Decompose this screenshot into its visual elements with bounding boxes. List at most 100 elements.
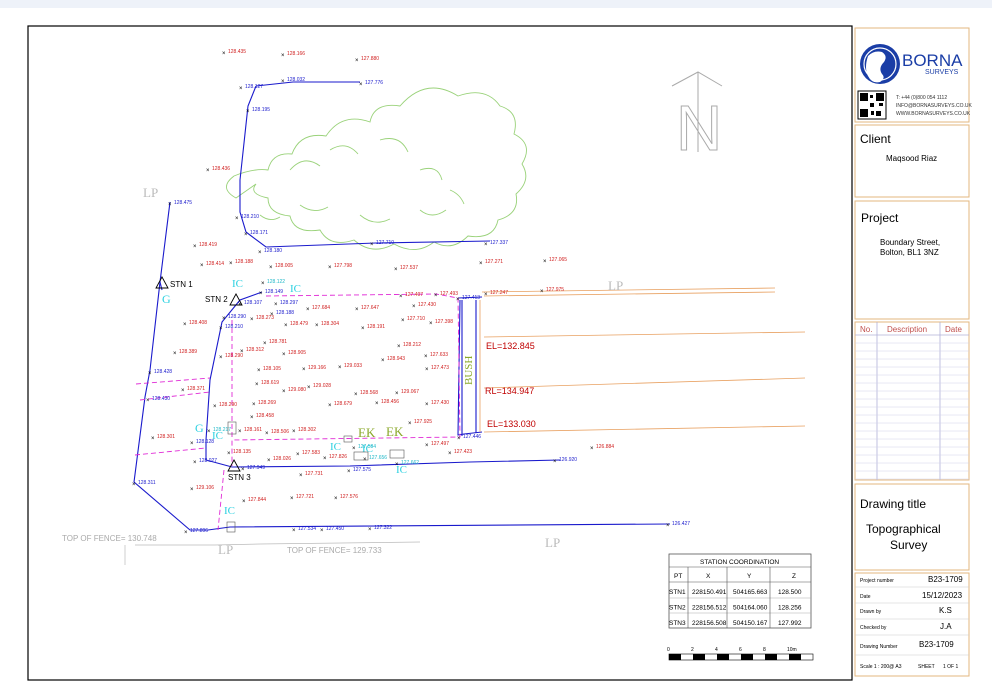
survey-drawing: BORNA SURVEYS T: +44 (0)800 054 1112 INF… bbox=[27, 25, 972, 681]
spot-level-value: 128.311 bbox=[138, 480, 156, 486]
spot-level-value: 127.430 bbox=[418, 302, 436, 308]
drawing-title-label: Drawing title bbox=[860, 497, 926, 511]
drawing-title-line-2: Survey bbox=[890, 538, 927, 552]
station-table-header: X bbox=[706, 573, 711, 580]
spot-level-value: 128.312 bbox=[246, 347, 264, 353]
spot-level-value: 128.217 bbox=[213, 427, 231, 433]
drawn-by: K.S bbox=[939, 606, 952, 615]
spot-level-marker: × bbox=[173, 351, 177, 357]
spot-level-marker: × bbox=[265, 431, 269, 437]
spot-level-marker: × bbox=[222, 51, 226, 57]
spot-level-value: 128.781 bbox=[269, 339, 287, 345]
bush-label: BUSH bbox=[463, 356, 475, 385]
scale-tick-label: 10m bbox=[787, 647, 797, 653]
rev-desc-header: Description bbox=[887, 325, 927, 334]
spot-level-marker: × bbox=[363, 457, 367, 463]
spot-level-value: 128.506 bbox=[271, 429, 289, 435]
spot-level-value: 127.534 bbox=[298, 526, 316, 532]
fence-label-left: TOP OF FENCE= 130.748 bbox=[62, 534, 157, 543]
spot-level-marker: × bbox=[296, 452, 300, 458]
spot-level-marker: × bbox=[375, 401, 379, 407]
spot-level-marker: × bbox=[292, 528, 296, 534]
ic-label-2: IC bbox=[290, 283, 301, 295]
station-table-cell: 127.992 bbox=[778, 620, 802, 627]
spot-level-value: 127.322 bbox=[374, 525, 392, 531]
spot-level-marker: × bbox=[484, 242, 488, 248]
spot-level-marker: × bbox=[328, 265, 332, 271]
spot-level-value: 128.026 bbox=[273, 456, 291, 462]
spot-level-marker: × bbox=[269, 265, 273, 271]
station-table-cell: STN2 bbox=[669, 605, 686, 612]
spot-level-value: 128.122 bbox=[267, 279, 285, 285]
spot-level-marker: × bbox=[302, 367, 306, 373]
blue-spot-levels: ×128.127×128.032×127.776×128.195×128.475… bbox=[132, 77, 690, 536]
spot-level-value: 128.408 bbox=[189, 320, 207, 326]
spot-level-marker: × bbox=[207, 429, 211, 435]
spot-level-marker: × bbox=[241, 467, 245, 473]
spot-level-marker: × bbox=[290, 496, 294, 502]
spot-level-value: 127.798 bbox=[334, 263, 352, 269]
scale-tick-label: 0 bbox=[667, 647, 670, 653]
company-sub: SURVEYS bbox=[925, 69, 959, 76]
spot-level-value: 128.191 bbox=[367, 324, 385, 330]
spot-level-marker: × bbox=[292, 429, 296, 435]
spot-level-marker: × bbox=[429, 321, 433, 327]
spot-level-marker: × bbox=[168, 202, 172, 208]
spot-level-marker: × bbox=[448, 451, 452, 457]
spot-level-marker: × bbox=[242, 499, 246, 505]
lp-label-2: LP bbox=[608, 278, 623, 293]
spot-level-marker: × bbox=[425, 443, 429, 449]
spot-level-value: 128.297 bbox=[280, 300, 298, 306]
spot-level-value: 128.479 bbox=[290, 321, 308, 327]
spot-level-marker: × bbox=[359, 82, 363, 88]
spot-level-value: 128.428 bbox=[154, 369, 172, 375]
spot-level-marker: × bbox=[284, 323, 288, 329]
drawing-number: B23-1709 bbox=[919, 640, 954, 649]
info-rows bbox=[855, 586, 969, 656]
spot-level-marker: × bbox=[206, 168, 210, 174]
project-label: Project bbox=[861, 211, 899, 225]
station-table-cell: 128.256 bbox=[778, 605, 802, 612]
spot-level-marker: × bbox=[229, 261, 233, 267]
spot-level-marker: × bbox=[261, 281, 265, 287]
lp-label-4: LP bbox=[545, 535, 560, 550]
lp-label-1: LP bbox=[143, 185, 158, 200]
spot-level-marker: × bbox=[219, 355, 223, 361]
fence-label-mid: TOP OF FENCE= 129.733 bbox=[287, 546, 382, 555]
spot-level-marker: × bbox=[193, 460, 197, 466]
spot-level-marker: × bbox=[412, 304, 416, 310]
plan-frame bbox=[27, 25, 853, 681]
fence-lines bbox=[479, 287, 806, 433]
spot-level-marker: × bbox=[184, 530, 188, 536]
spot-level-marker: × bbox=[666, 523, 670, 529]
spot-level-value: 128.458 bbox=[256, 413, 274, 419]
spot-level-marker: × bbox=[240, 349, 244, 355]
lp-label-3: LP bbox=[218, 542, 233, 557]
spot-level-marker: × bbox=[590, 446, 594, 452]
spot-level-value: 127.583 bbox=[302, 450, 320, 456]
station-table-cell: 504150.167 bbox=[733, 620, 768, 627]
spot-level-marker: × bbox=[306, 307, 310, 313]
client-value: Maqsood Riaz bbox=[886, 154, 937, 163]
spot-level-value: 128.943 bbox=[387, 356, 405, 362]
rev-no-header: No. bbox=[860, 325, 872, 334]
spot-level-value: 127.497 bbox=[431, 441, 449, 447]
spot-level-value: 127.925 bbox=[414, 419, 432, 425]
spot-level-value: 128.568 bbox=[360, 390, 378, 396]
spot-level-marker: × bbox=[424, 354, 428, 360]
ic-label-7: IC bbox=[224, 505, 235, 517]
spot-level-marker: × bbox=[270, 312, 274, 318]
ek-label-1: EK bbox=[358, 425, 376, 440]
spot-level-value: 128.290 bbox=[219, 402, 237, 408]
spot-level-value: 128.171 bbox=[250, 230, 268, 236]
spot-level-value: 128.128 bbox=[196, 439, 214, 445]
spot-level-marker: × bbox=[190, 487, 194, 493]
spot-level-marker: × bbox=[354, 392, 358, 398]
spot-level-marker: × bbox=[238, 302, 242, 308]
utility-boxes bbox=[226, 421, 405, 533]
spot-level-marker: × bbox=[267, 458, 271, 464]
spot-level-value: 128.149 bbox=[265, 289, 283, 295]
spot-level-marker: × bbox=[370, 242, 374, 248]
spot-level-value: 127.656 bbox=[369, 455, 387, 461]
spot-level-value: 127.710 bbox=[407, 316, 425, 322]
